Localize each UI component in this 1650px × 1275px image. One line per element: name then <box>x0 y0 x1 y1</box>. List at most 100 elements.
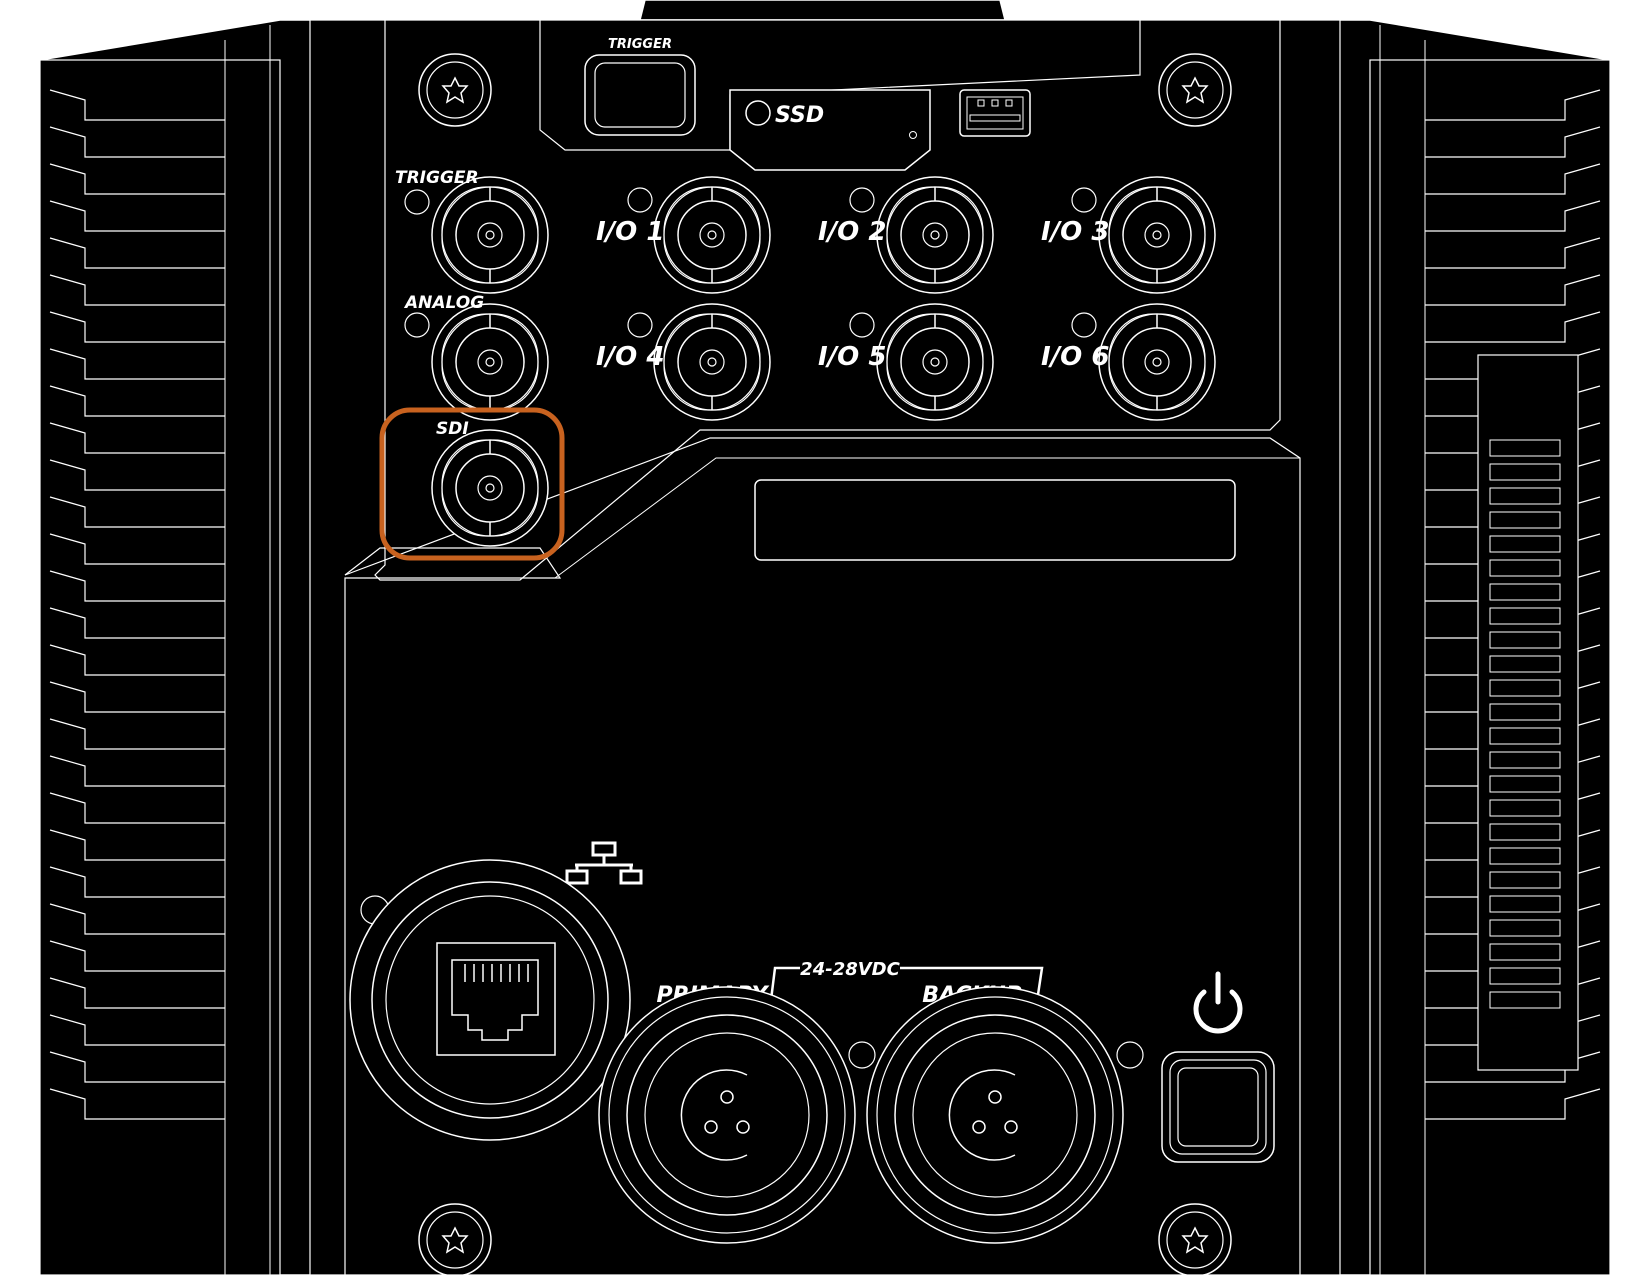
trigger-bnc-label: TRIGGER <box>395 168 479 188</box>
io6-bnc[interactable] <box>1071 303 1216 421</box>
backup-xlr[interactable] <box>866 986 1144 1244</box>
ssd-led <box>745 100 771 126</box>
side-connector-pin <box>1489 775 1561 793</box>
voltage-label: 24-28VDC <box>800 959 900 980</box>
ssd-label: SSD <box>775 103 824 128</box>
usb-port-icon[interactable] <box>959 89 1031 137</box>
side-connector-pin <box>1489 463 1561 481</box>
analog-label: ANALOG <box>403 293 484 313</box>
screw-icon <box>1158 53 1232 127</box>
side-connector-pin <box>1489 631 1561 649</box>
side-connector-pin <box>1489 823 1561 841</box>
analog-bnc[interactable] <box>404 303 549 421</box>
io3-label: I/O 3 <box>1041 217 1109 247</box>
fin <box>49 570 225 602</box>
side-connector-pin <box>1489 535 1561 553</box>
power-button[interactable] <box>1161 1051 1275 1163</box>
fin <box>49 940 225 972</box>
fin <box>49 681 225 713</box>
trigger-button[interactable] <box>584 54 696 136</box>
io4-label: I/O 4 <box>596 342 664 372</box>
side-connector-pin <box>1489 583 1561 601</box>
fin <box>1425 274 1601 306</box>
left-heat-fins <box>49 89 225 1120</box>
plate-bevel <box>344 547 562 1275</box>
fin <box>49 126 225 158</box>
io6-label: I/O 6 <box>1041 342 1109 372</box>
fin <box>49 718 225 750</box>
fin <box>49 348 225 380</box>
fin <box>49 311 225 343</box>
screw-icon <box>1158 1203 1232 1275</box>
top-handle-mount <box>639 0 1006 21</box>
fin <box>49 385 225 417</box>
left-housing <box>39 59 281 1275</box>
fin <box>49 163 225 195</box>
fin <box>1425 237 1601 269</box>
fin <box>49 755 225 787</box>
fin <box>49 1051 225 1083</box>
side-connector-pin <box>1489 559 1561 577</box>
fin <box>49 89 225 121</box>
trigger-button-label: TRIGGER <box>608 37 672 52</box>
screw-icon <box>418 1203 492 1275</box>
fin <box>49 829 225 861</box>
io1-bnc[interactable] <box>627 176 771 294</box>
io2-label: I/O 2 <box>818 217 886 247</box>
network-icon <box>565 841 643 885</box>
side-connector-pin <box>1489 439 1561 457</box>
side-connector-pin <box>1489 919 1561 937</box>
screw-icon <box>418 53 492 127</box>
io-plate <box>374 19 1281 581</box>
fin <box>49 1014 225 1046</box>
side-connector-pin <box>1489 727 1561 745</box>
sdi-bnc[interactable] <box>431 429 549 547</box>
primary-xlr[interactable] <box>598 986 876 1244</box>
side-connectors <box>1489 439 1561 1009</box>
lower-plate-edge <box>344 437 1301 1275</box>
side-connector-pin <box>1489 847 1561 865</box>
fin <box>1425 126 1601 158</box>
trigger-bnc[interactable] <box>404 176 549 294</box>
sdi-highlight <box>379 407 565 561</box>
sdi-label: SDI <box>436 419 469 439</box>
ethernet-port[interactable] <box>349 859 631 1141</box>
side-connector-strip <box>1477 354 1579 1071</box>
fin <box>49 274 225 306</box>
side-connector-pin <box>1489 751 1561 769</box>
fin <box>49 422 225 454</box>
fin <box>49 237 225 269</box>
side-connector-pin <box>1489 799 1561 817</box>
fin <box>1425 163 1601 195</box>
io2-bnc[interactable] <box>849 176 994 294</box>
side-connector-pin <box>1489 991 1561 1009</box>
side-connector-pin <box>1489 487 1561 505</box>
fin <box>49 459 225 491</box>
fin <box>49 200 225 232</box>
fin <box>49 644 225 676</box>
fin <box>1425 1051 1601 1083</box>
io5-label: I/O 5 <box>818 342 886 372</box>
fin <box>49 533 225 565</box>
side-connector-pin <box>1489 871 1561 889</box>
side-connector-pin <box>1489 703 1561 721</box>
fin <box>1425 311 1601 343</box>
ssd-slot[interactable] <box>729 89 931 171</box>
io3-bnc[interactable] <box>1071 176 1216 294</box>
side-connector-pin <box>1489 511 1561 529</box>
fin <box>49 866 225 898</box>
side-connector-pin <box>1489 607 1561 625</box>
io4-bnc[interactable] <box>627 303 771 421</box>
fin <box>49 903 225 935</box>
side-connector-pin <box>1489 655 1561 673</box>
fin <box>49 496 225 528</box>
fin <box>1425 89 1601 121</box>
side-connector-pin <box>1489 679 1561 697</box>
io5-bnc[interactable] <box>849 303 994 421</box>
fin <box>49 977 225 1009</box>
fin <box>1425 200 1601 232</box>
fin <box>49 607 225 639</box>
side-connector-pin <box>1489 943 1561 961</box>
side-connector-pin <box>1489 967 1561 985</box>
